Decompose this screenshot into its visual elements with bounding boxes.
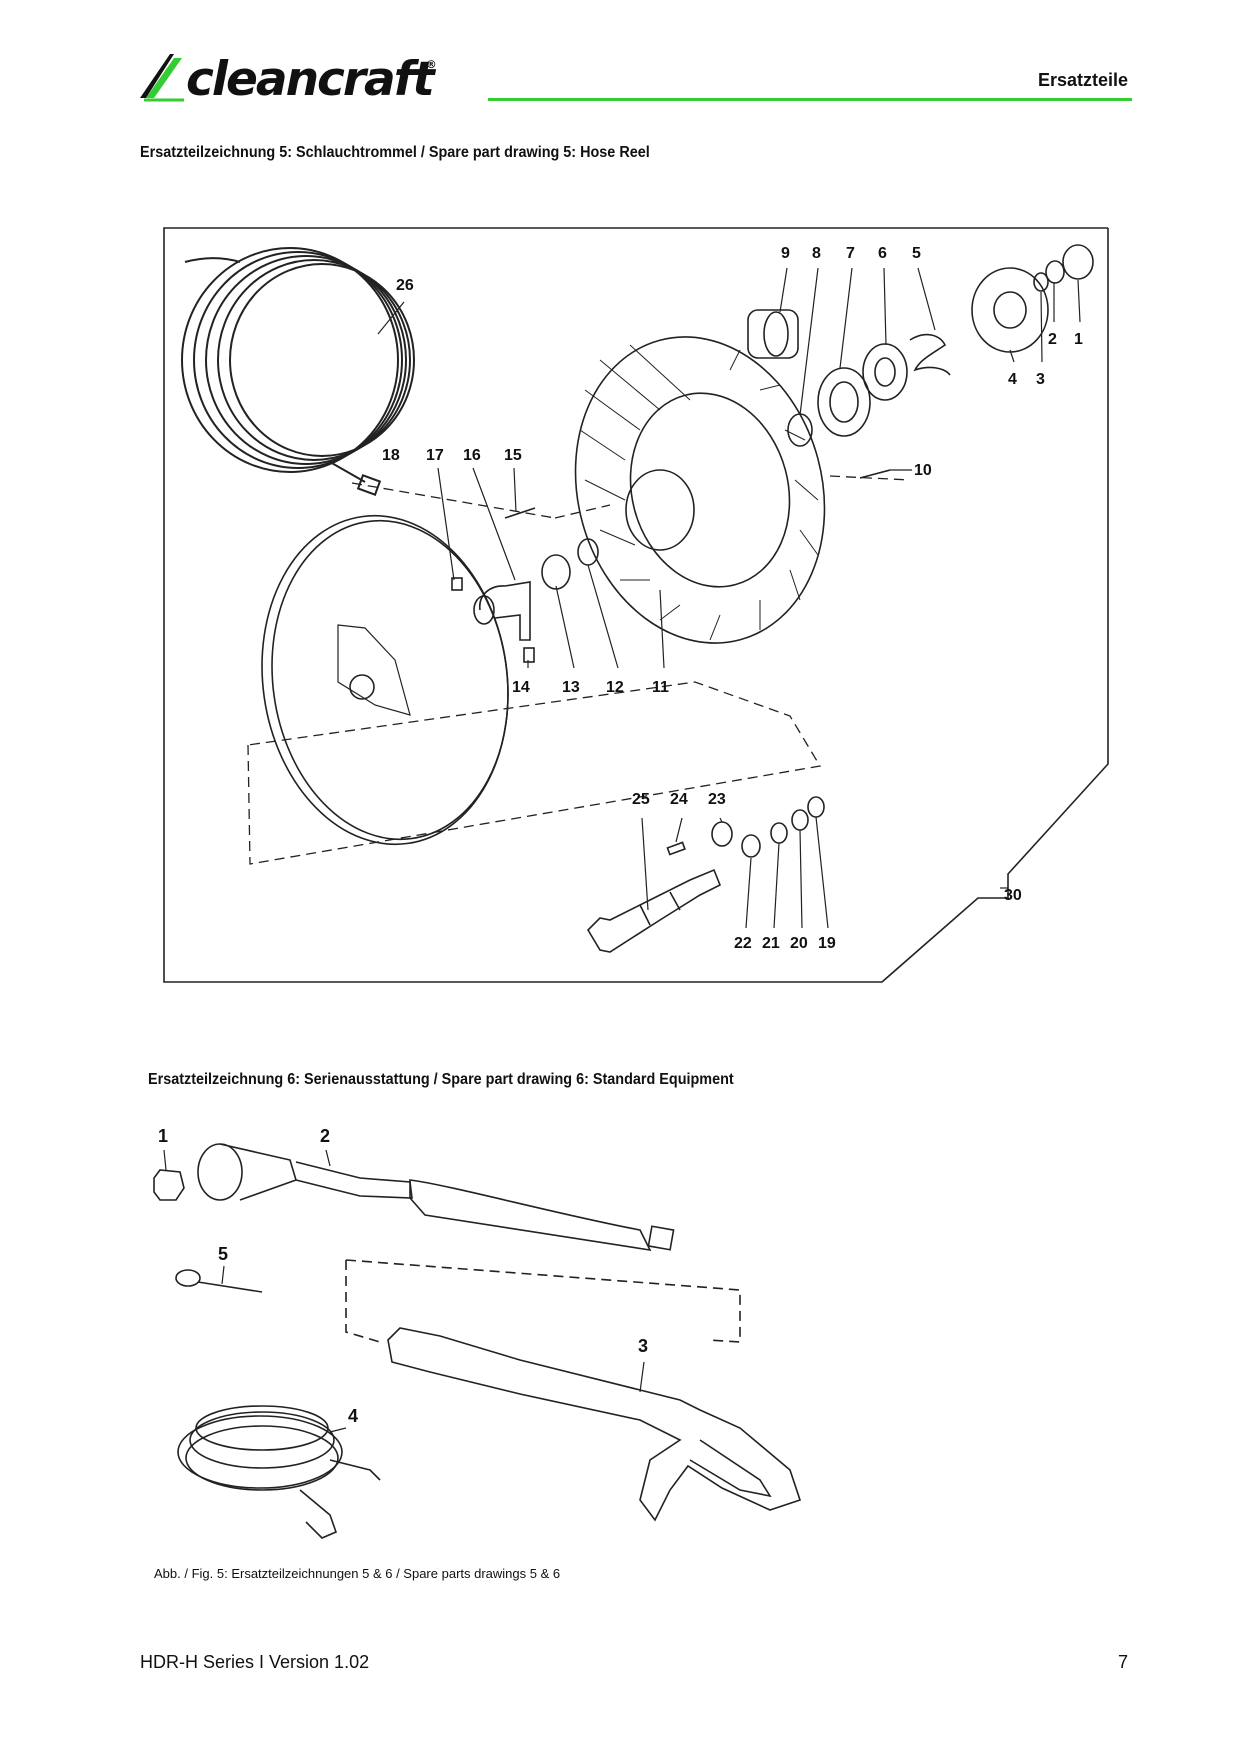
- callout-8: 8: [812, 245, 821, 262]
- callout-22: 22: [734, 935, 752, 952]
- reel-hub-parts: [747, 244, 1094, 479]
- drawing-6-title: Ersatzteilzeichnung 6: Serienausstattung…: [148, 1071, 734, 1088]
- figure-caption: Abb. / Fig. 5: Ersatzteilzeichnungen 5 &…: [154, 1566, 561, 1581]
- callout-9: 9: [781, 245, 790, 262]
- callout-24: 24: [670, 791, 688, 808]
- callout-26: 26: [396, 277, 414, 294]
- callout-25: 25: [632, 791, 650, 808]
- callout-18: 18: [382, 447, 400, 464]
- drawing-5-frame: [163, 227, 1109, 983]
- callout-15: 15: [504, 447, 522, 464]
- header-divider: [488, 98, 1132, 101]
- shaft-parts: [586, 796, 825, 953]
- callout-12: 12: [606, 679, 624, 696]
- reel-drum-part: [574, 336, 826, 644]
- hose-coil-part: [181, 247, 415, 496]
- fittings-parts: [451, 507, 599, 663]
- callout-6: 6: [878, 245, 887, 262]
- callout-d6-1: 1: [158, 1126, 168, 1146]
- logo-mark-icon: [140, 54, 184, 102]
- brand-logo: cleancraft®: [140, 50, 480, 110]
- callout-20: 20: [790, 935, 808, 952]
- callout-10: 10: [914, 462, 932, 479]
- brand-name: cleancraft®: [186, 52, 437, 107]
- footer-document: HDR-H Series I Version 1.02: [140, 1652, 370, 1672]
- callout-14: 14: [512, 679, 530, 696]
- callout-23: 23: [708, 791, 726, 808]
- callout-d6-2: 2: [320, 1126, 330, 1146]
- reel-disc-part: [261, 514, 509, 846]
- callout-1: 1: [1074, 331, 1083, 348]
- callout-17: 17: [426, 447, 444, 464]
- callout-5: 5: [912, 245, 921, 262]
- callout-19: 19: [818, 935, 836, 952]
- callout-11: 11: [652, 679, 669, 696]
- callout-4: 4: [1008, 371, 1017, 388]
- page-number: 7: [1117, 1652, 1128, 1672]
- callout-3: 3: [1036, 371, 1045, 388]
- drawing-5-title: Ersatzteilzeichnung 5: Schlauchtrommel /…: [140, 144, 650, 161]
- callout-2: 2: [1048, 331, 1057, 348]
- callout-13: 13: [562, 679, 580, 696]
- standard-equipment-parts: [153, 1143, 802, 1539]
- callout-30: 30: [1004, 887, 1022, 904]
- callout-16: 16: [463, 447, 481, 464]
- callout-d6-5: 5: [218, 1244, 228, 1264]
- callout-d6-3: 3: [638, 1336, 648, 1356]
- callout-7: 7: [846, 245, 855, 262]
- callout-d6-4: 4: [348, 1406, 358, 1426]
- section-title: Ersatzteile: [1037, 70, 1128, 90]
- callout-21: 21: [762, 935, 780, 952]
